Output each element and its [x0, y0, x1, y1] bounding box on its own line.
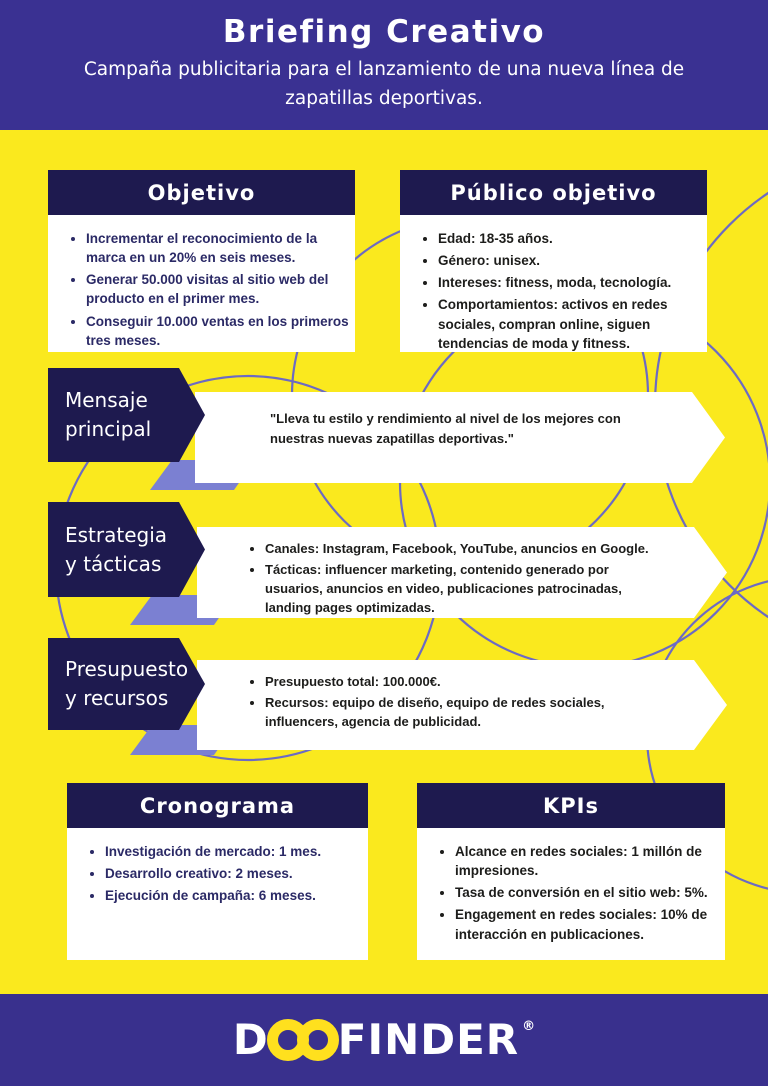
card-kpis: KPIs Alcance en redes sociales: 1 millón… [417, 783, 725, 960]
list-item: Alcance en redes sociales: 1 millón de i… [455, 842, 719, 880]
registered-trademark-icon: ® [522, 1019, 536, 1034]
card-cronograma-title: Cronograma [67, 783, 368, 828]
card-kpis-body: Alcance en redes sociales: 1 millón de i… [417, 828, 725, 960]
doofinder-logo: D FINDER ® [233, 1017, 535, 1063]
logo-letter-d: D [232, 1015, 269, 1064]
presupuesto-banner: Presupuesto total: 100.000€. Recursos: e… [197, 660, 727, 750]
list-item: Incrementar el reconocimiento de la marc… [86, 229, 349, 267]
mensaje-principal-label: Mensaje principal [48, 368, 205, 462]
card-kpis-list: Alcance en redes sociales: 1 millón de i… [417, 828, 725, 944]
card-cronograma-body: Investigación de mercado: 1 mes. Desarro… [67, 828, 368, 960]
main-message-quote: "Lleva tu estilo y rendimiento al nivel … [270, 411, 621, 446]
footer-banner: D FINDER ® [0, 994, 768, 1086]
card-kpis-title: KPIs [417, 783, 725, 828]
page-subtitle: Campaña publicitaria para el lanzamiento… [83, 59, 685, 109]
card-objetivo-title: Objetivo [48, 170, 355, 215]
page-title: Briefing Creativo [222, 14, 546, 50]
estrategia-list: Canales: Instagram, Facebook, YouTube, a… [197, 527, 727, 617]
list-item: Ejecución de campaña: 6 meses. [105, 886, 362, 905]
list-item: Desarrollo creativo: 2 meses. [105, 864, 362, 883]
card-publico-list: Edad: 18-35 años. Género: unisex. Intere… [400, 215, 707, 353]
presupuesto-label: Presupuesto y recursos [48, 638, 205, 730]
header-banner: Briefing Creativo Campaña publicitaria p… [0, 0, 768, 130]
list-item: Recursos: equipo de diseño, equipo de re… [265, 694, 665, 732]
list-item: Edad: 18-35 años. [438, 229, 701, 248]
list-item: Canales: Instagram, Facebook, YouTube, a… [265, 540, 665, 559]
card-objetivo-body: Incrementar el reconocimiento de la marc… [48, 215, 355, 352]
list-item: Presupuesto total: 100.000€. [265, 673, 665, 692]
list-item: Investigación de mercado: 1 mes. [105, 842, 362, 861]
list-item: Generar 50.000 visitas al sitio web del … [86, 270, 349, 308]
card-cronograma-list: Investigación de mercado: 1 mes. Desarro… [67, 828, 368, 905]
card-publico-title: Público objetivo [400, 170, 707, 215]
infinity-oo-icon [266, 1019, 339, 1061]
mensaje-principal-banner: "Lleva tu estilo y rendimiento al nivel … [195, 392, 725, 483]
card-objetivo-list: Incrementar el reconocimiento de la marc… [48, 215, 355, 350]
card-cronograma: Cronograma Investigación de mercado: 1 m… [67, 783, 368, 960]
list-item: Tasa de conversión en el sitio web: 5%. [455, 883, 719, 902]
estrategia-label: Estrategia y tácticas [48, 502, 205, 597]
card-publico-objetivo: Público objetivo Edad: 18-35 años. Géner… [400, 170, 707, 352]
list-item: Conseguir 10.000 ventas en los primeros … [86, 312, 349, 350]
list-item: Comportamientos: activos en redes social… [438, 295, 701, 352]
logo-letters-finder: FINDER [337, 1015, 520, 1064]
card-objetivo: Objetivo Incrementar el reconocimiento d… [48, 170, 355, 352]
list-item: Engagement en redes sociales: 10% de int… [455, 905, 719, 943]
list-item: Intereses: fitness, moda, tecnología. [438, 273, 701, 292]
card-publico-body: Edad: 18-35 años. Género: unisex. Intere… [400, 215, 707, 352]
list-item: Tácticas: influencer marketing, contenid… [265, 561, 665, 618]
estrategia-banner: Canales: Instagram, Facebook, YouTube, a… [197, 527, 727, 618]
presupuesto-list: Presupuesto total: 100.000€. Recursos: e… [197, 660, 727, 732]
list-item: Género: unisex. [438, 251, 701, 270]
